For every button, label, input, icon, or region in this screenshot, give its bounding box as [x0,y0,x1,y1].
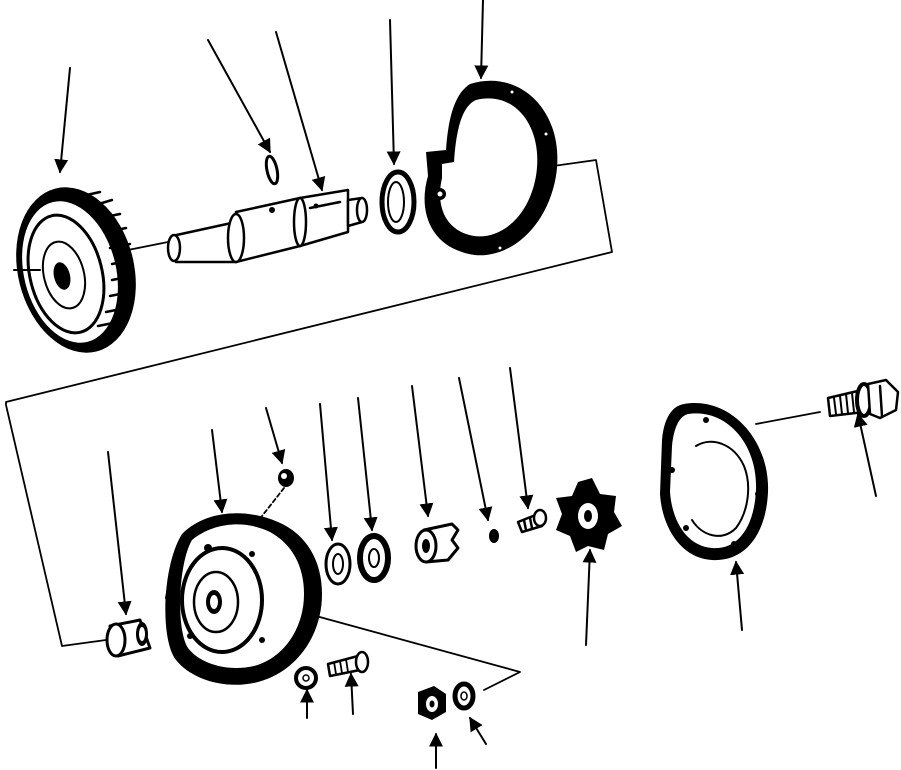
gear-to-shaft-line [127,241,169,251]
arrow-set-screw-small [458,377,493,522]
arrow-cover-gasket-2 [730,560,745,631]
set-screw-small [489,529,499,543]
arrow-drive-gear [54,67,71,174]
hex-nut [418,686,446,720]
arrow-shaft-washer [386,19,401,166]
hardware-leader [315,615,521,691]
nut-washer [452,681,476,711]
cap-screw-with-washer [826,378,900,420]
arrow-set-screw [509,367,534,510]
arrow-retaining-ring [207,39,271,154]
arrow-cap-screw [853,412,877,497]
lock-washer [294,666,318,690]
drive-coupling [414,522,460,564]
cover-gasket [424,80,558,256]
pointer-arrows [54,0,877,769]
arrow-flat-washer [357,397,378,532]
body-bolt [326,650,370,678]
flat-washer [357,533,391,583]
group-bracket-upper [5,159,613,647]
arrow-cover-gasket [474,0,489,80]
arrow-thin-washer [319,403,338,542]
pump-rotor [556,478,622,552]
thin-washer [324,542,352,586]
pump-body [165,513,322,685]
set-screw [516,508,548,534]
shaft-bushing [105,618,152,658]
arrow-shaft-bushing [107,451,132,616]
shaft-washer [379,169,417,235]
arrow-body-bolt [344,672,359,715]
rotor-to-gasket-line [755,411,821,425]
arrow-drive-shaft [275,31,326,192]
plug-leader [261,487,285,517]
drive-gear [13,187,136,353]
shaft-retaining-ring [264,154,280,186]
arrow-pump-body [211,429,228,514]
pump-cover-gasket [660,403,769,561]
arrow-nut-washer [469,716,487,745]
plug-screw [278,469,294,487]
arrow-plug-screw [265,407,286,465]
pump-drive-shaft [166,188,369,264]
arrow-drive-coupling [411,385,434,518]
arrow-pump-rotor [582,548,597,646]
